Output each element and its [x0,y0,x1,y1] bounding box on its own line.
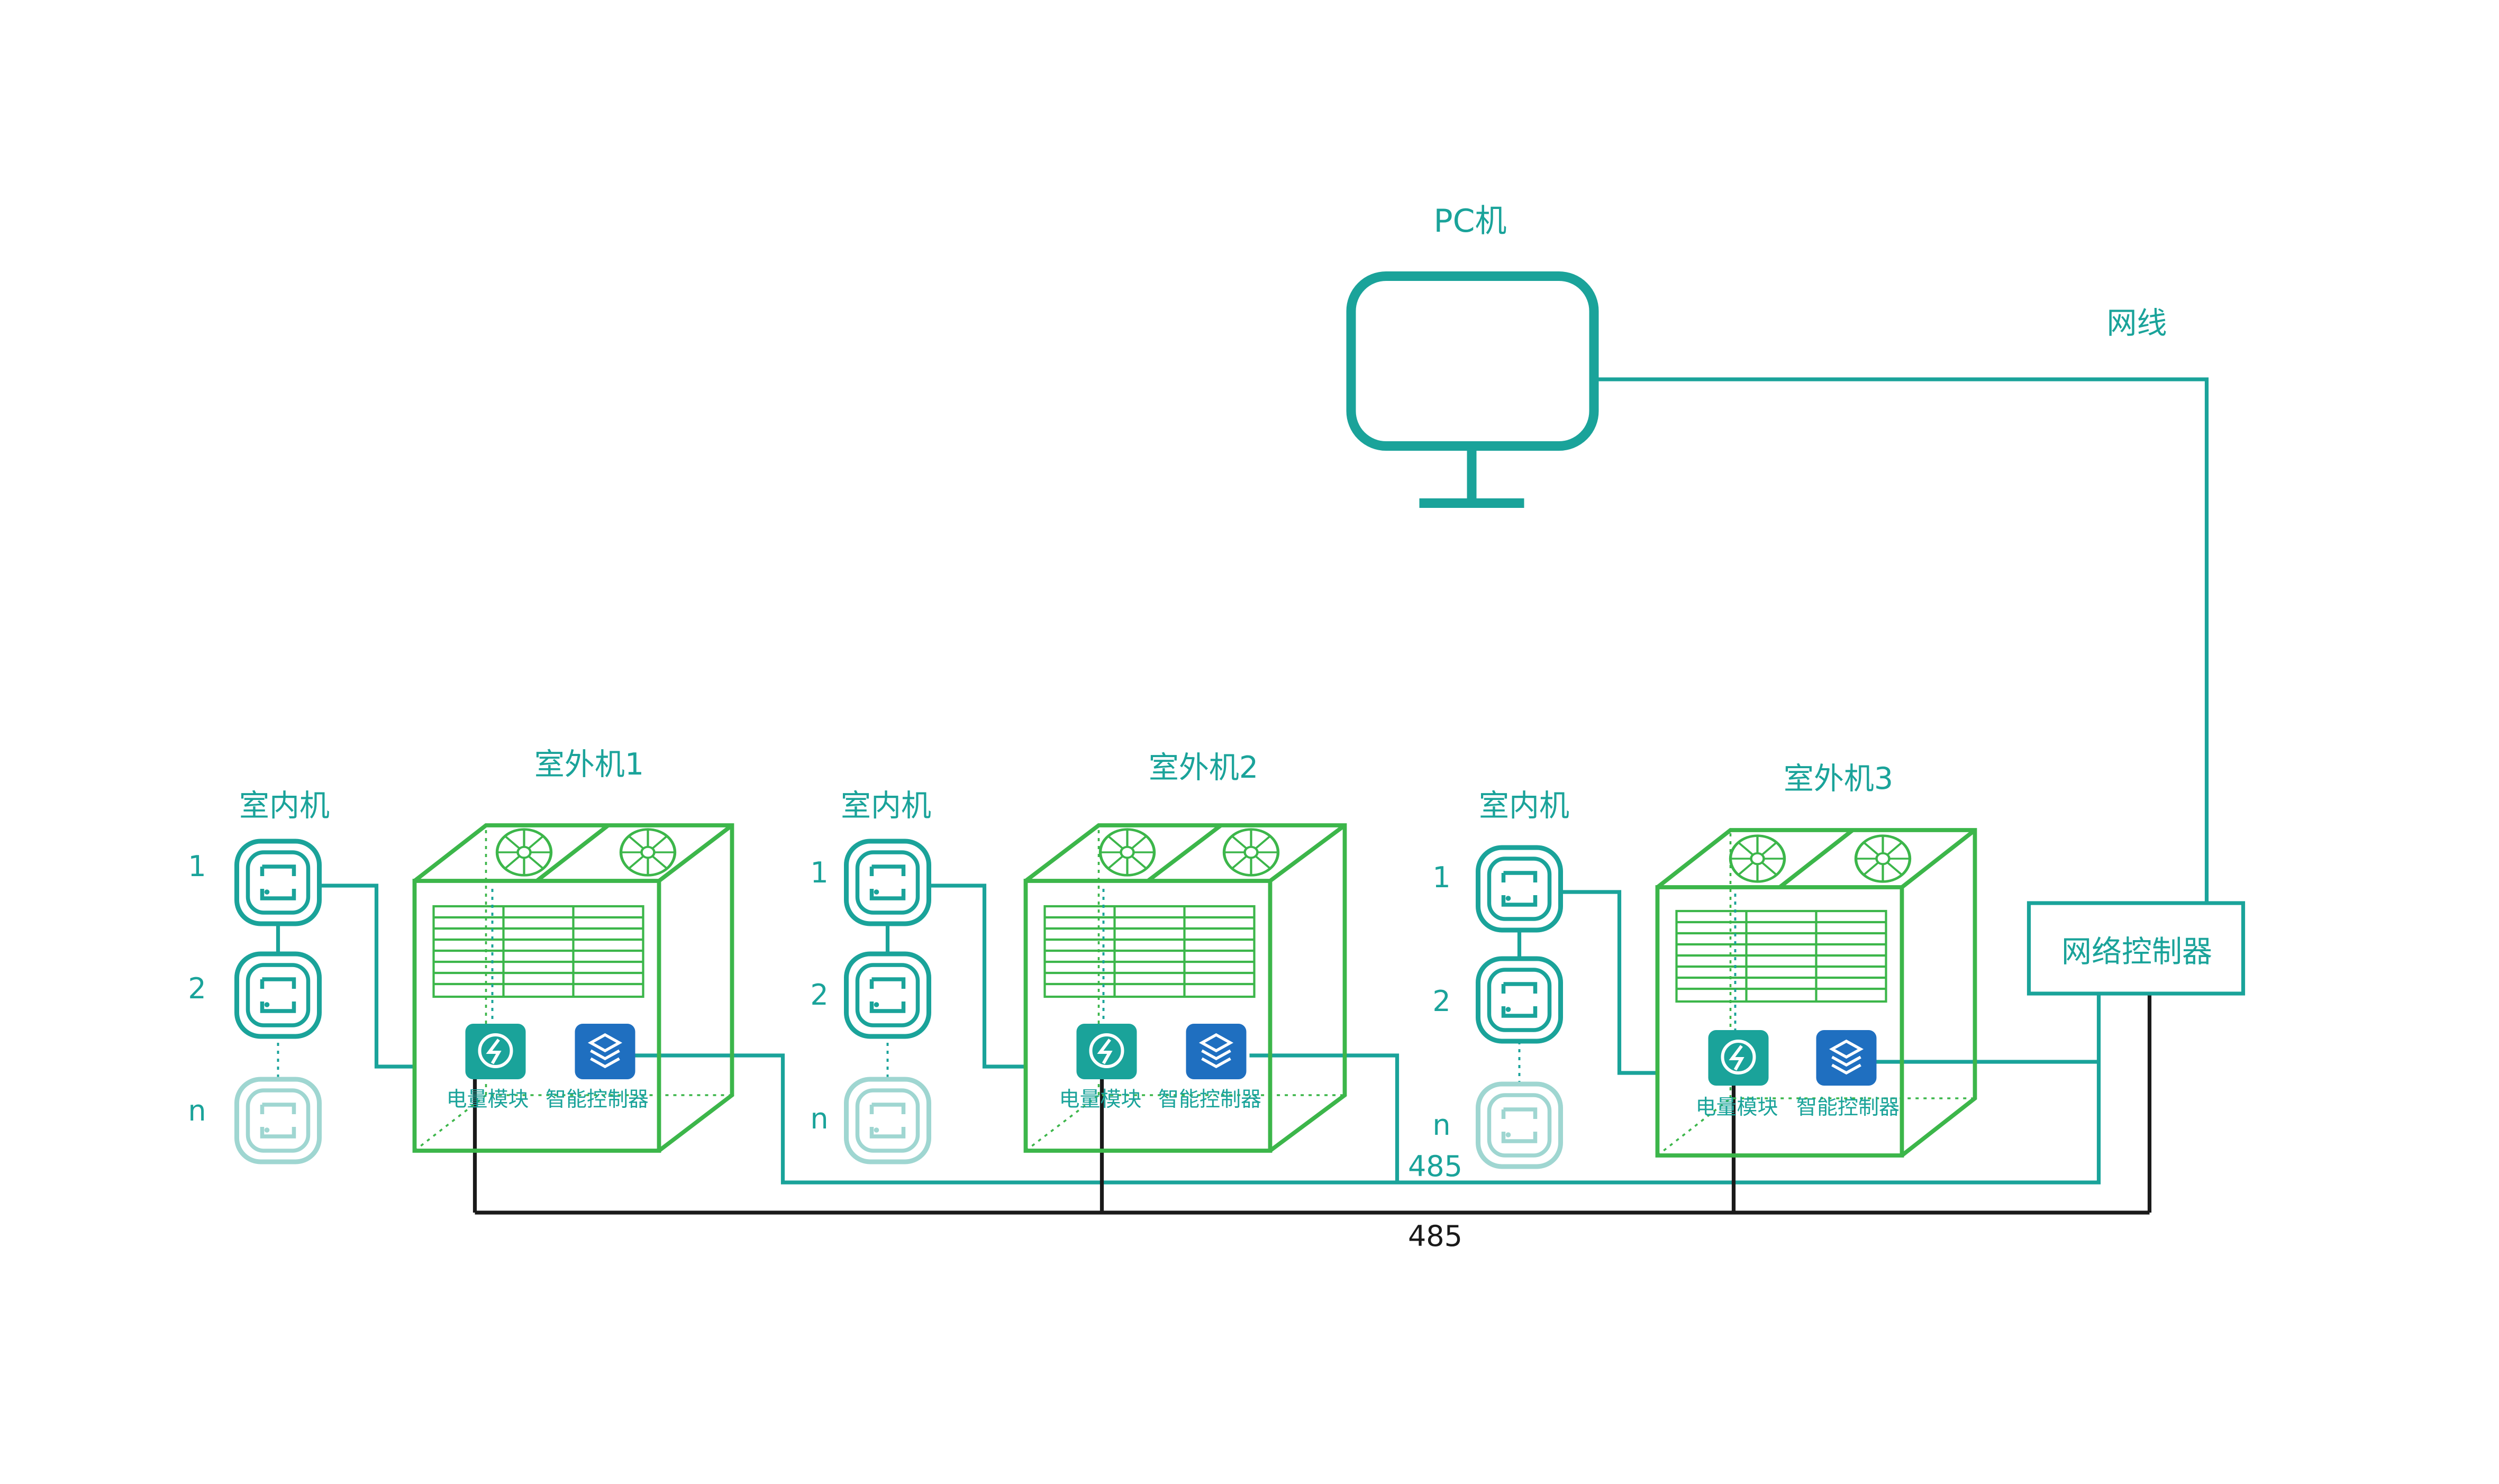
layers-icon [1198,1033,1234,1069]
lightning-icon [1721,1040,1756,1075]
outdoor-unit-2: 电量模块 智能控制器 室外机2 [1023,750,1347,1153]
lightning-icon [1089,1033,1124,1068]
monitor-icon [1346,271,1599,508]
network-controller: 网络控制器 [2027,901,2246,996]
smart-controller-label: 智能控制器 [1158,1088,1261,1112]
indoor-unit-icon [847,1079,929,1162]
smart-controller [1186,1024,1247,1079]
indoor-unit-icon [1478,848,1561,930]
fan-icon [1101,830,1155,876]
indoor-label: 室内机 [841,788,931,823]
indoor-label: 室内机 [1479,788,1569,823]
network-cable-line [1598,377,2209,903]
layers-icon [587,1033,623,1069]
pc-monitor: PC机 [1346,203,1599,508]
indoor-number: n [810,1102,828,1135]
black-485-bus [472,995,2152,1215]
outdoor-unit-label: 室外机2 [1149,750,1258,785]
power-module [465,1024,526,1079]
indoor-unit-icon [237,954,320,1036]
indoor-unit-icon [237,1079,320,1162]
power-module-label: 电量模块 [1059,1088,1141,1112]
network-cable-label: 网线 [2107,306,2167,341]
outdoor-unit-3: 电量模块 智能控制器 室外机3 [1655,761,1977,1158]
indoor-number: 1 [810,856,828,889]
indoor-group-3: 室内机 1 2 n [1432,788,1569,1167]
fan-icon [1731,836,1785,882]
black-bus-label: 485 [1408,1219,1462,1253]
smart-controller-label: 智能控制器 [1796,1096,1900,1119]
indoor-group-1: 室内机 1 2 n [188,788,330,1162]
pc-label: PC机 [1433,203,1506,240]
indoor-number: 1 [1432,861,1450,894]
outdoor-unit-label: 室外机3 [1784,761,1893,796]
power-module [1076,1024,1137,1079]
network-controller-label: 网络控制器 [2061,934,2212,969]
indoor-number: 2 [810,978,828,1012]
indoor-unit-icon [237,841,320,924]
indoor-number: 2 [188,972,206,1005]
power-module-label: 电量模块 [1695,1096,1778,1119]
indoor-number: n [1432,1108,1450,1142]
indoor-unit-icon [1478,959,1561,1041]
smart-controller [575,1024,635,1079]
layers-icon [1829,1039,1864,1075]
power-module-label: 电量模块 [446,1088,529,1112]
indoor-unit-icon [1478,1084,1561,1167]
smart-controller-label: 智能控制器 [546,1088,649,1112]
smart-controller [1816,1030,1877,1086]
indoor-unit-icon [847,954,929,1036]
fan-icon [1224,830,1278,876]
lightning-icon [478,1033,513,1068]
indoor-number: 2 [1432,985,1450,1018]
indoor-group-2: 室内机 1 2 n [810,788,931,1162]
fan-icon [621,830,675,876]
indoor-unit-icon [847,841,929,924]
indoor-to-outdoor-lines [321,884,1658,1075]
indoor-number: n [188,1094,206,1127]
outdoor-unit-1: 电量模块 智能控制器 室外机1 [412,747,734,1153]
fan-icon [1856,836,1910,882]
power-module [1708,1030,1769,1086]
indoor-number: 1 [188,850,206,883]
teal-bus-label: 485 [1408,1150,1462,1183]
indoor-label: 室内机 [239,788,330,823]
fan-icon [497,830,551,876]
outdoor-unit-label: 室外机1 [534,747,644,782]
